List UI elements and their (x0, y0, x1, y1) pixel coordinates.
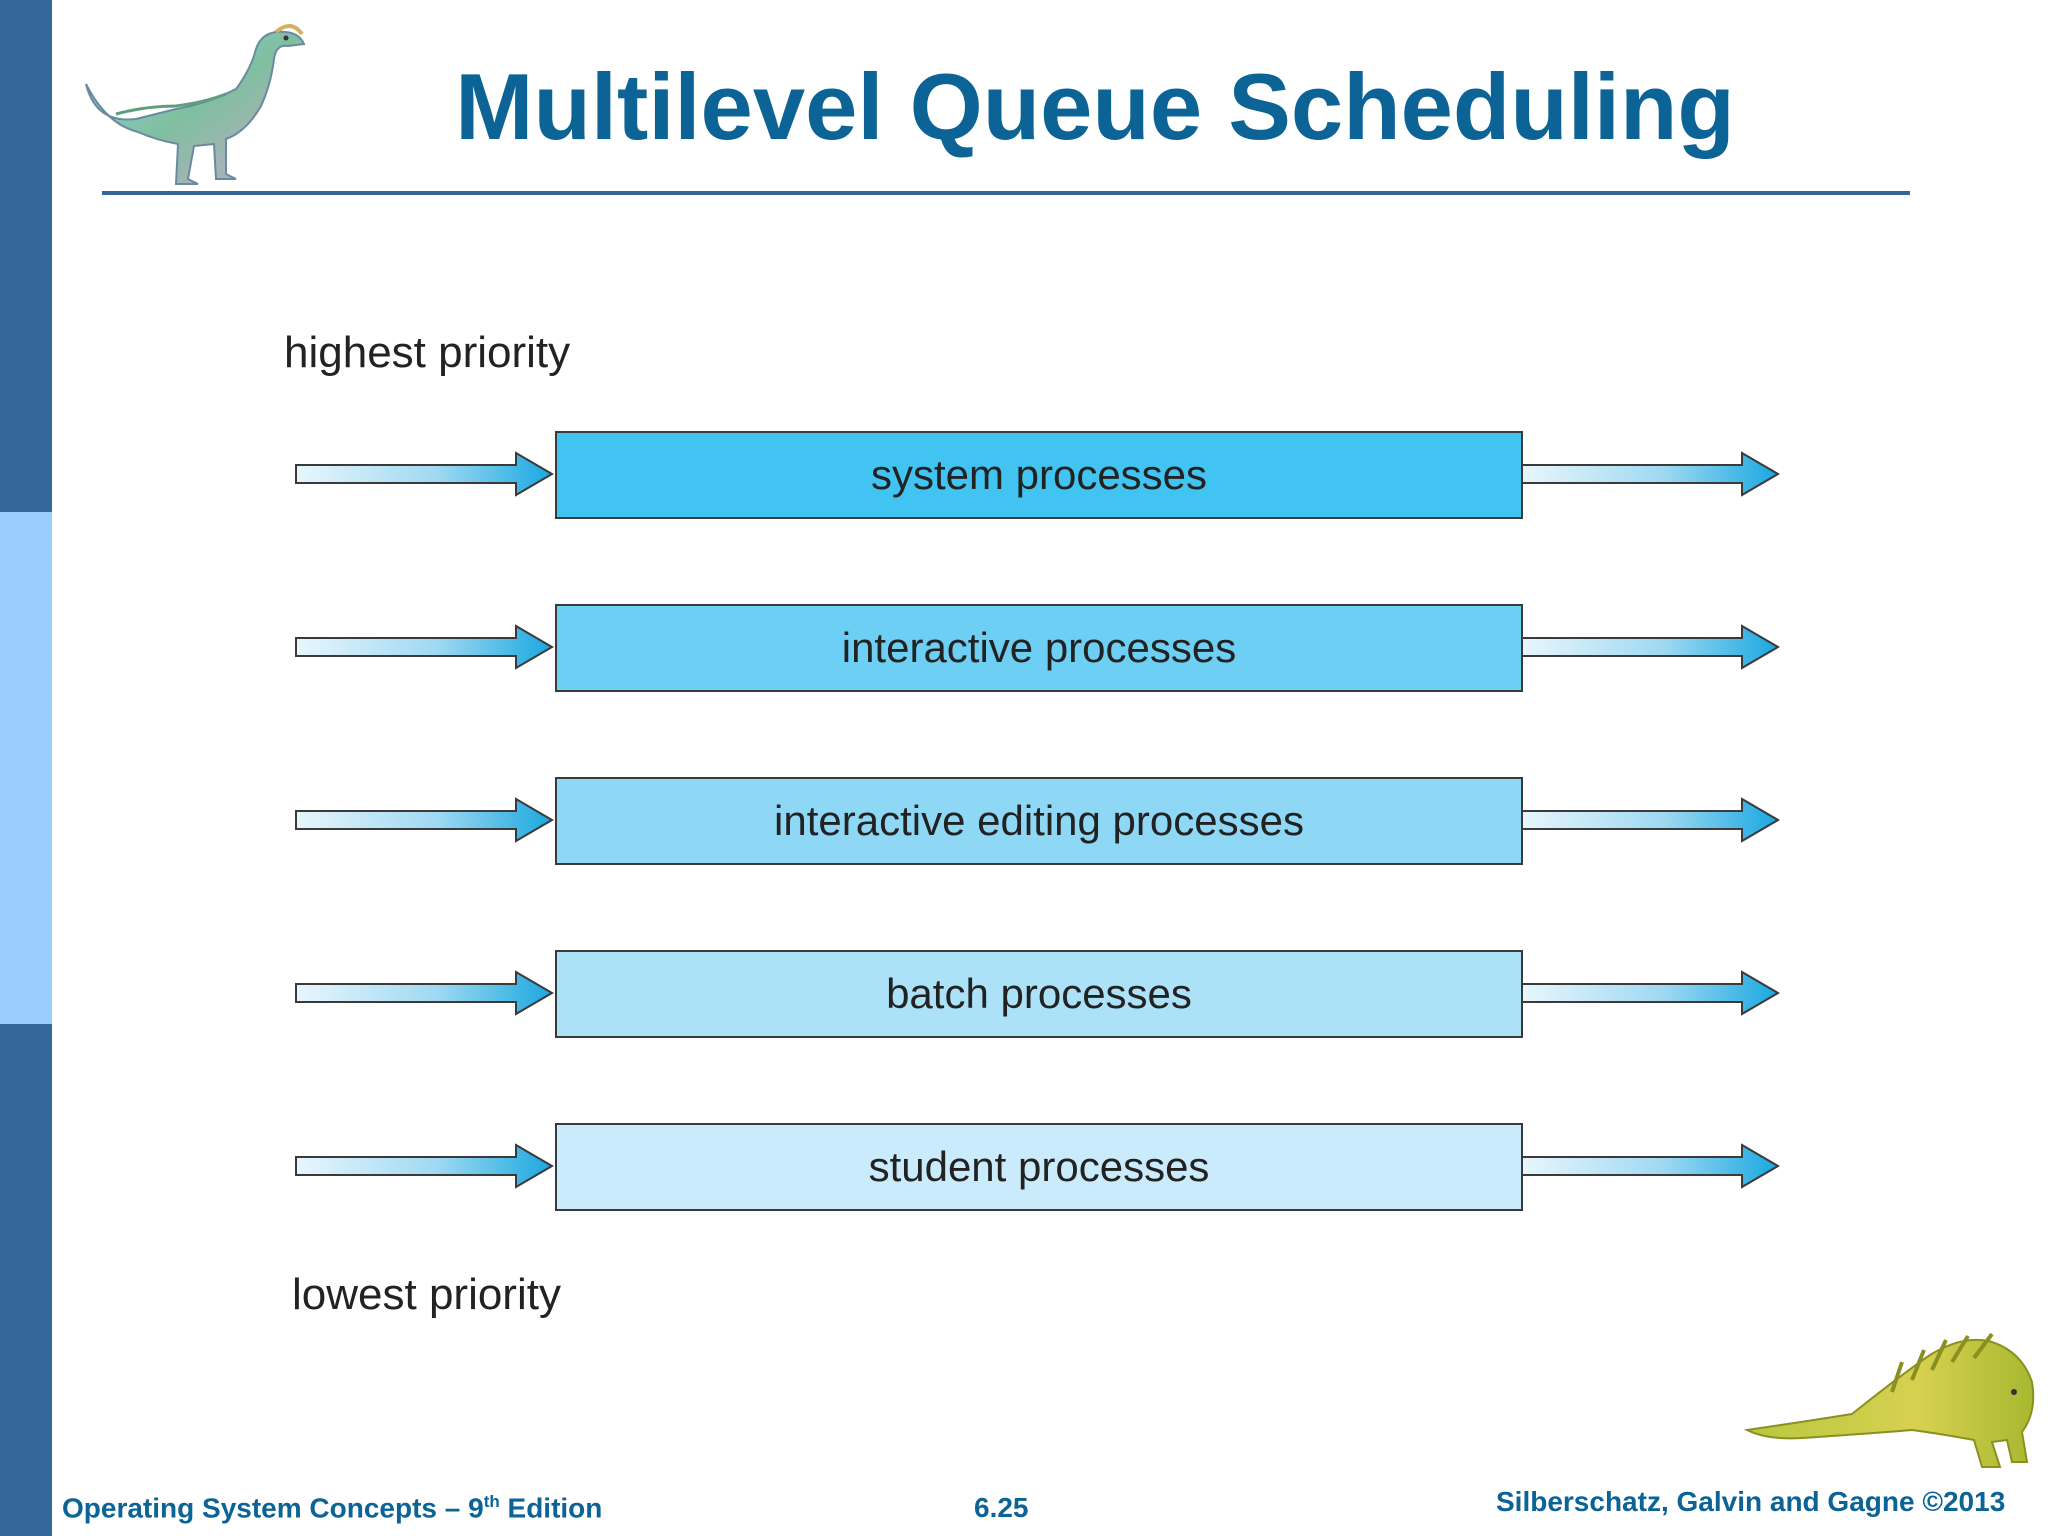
footer-book-superscript: th (483, 1492, 500, 1511)
outgoing-arrow-icon (1521, 797, 1780, 843)
sidebar-top-band (0, 0, 52, 512)
sidebar-middle-band (0, 512, 52, 1024)
queue-box (555, 777, 1523, 865)
incoming-arrow-icon (295, 970, 554, 1016)
dinosaur-icon (1743, 1332, 2035, 1468)
title-divider (102, 191, 1910, 195)
incoming-arrow-icon (295, 451, 554, 497)
dinosaur-icon (85, 24, 306, 185)
footer-book-title: Operating System Concepts – 9th Edition (62, 1492, 602, 1524)
page-title: Multilevel Queue Scheduling (455, 54, 1735, 159)
incoming-arrow-icon (295, 797, 554, 843)
queue-box (555, 604, 1523, 692)
queue-label: batch processes (886, 970, 1192, 1017)
queue-box (555, 950, 1523, 1038)
footer-book-prefix: Operating System Concepts – 9 (62, 1492, 484, 1524)
queue-box (555, 1123, 1523, 1211)
sidebar-bottom-band (0, 1024, 52, 1536)
queue-label: interactive editing processes (774, 797, 1304, 844)
queue-label: system processes (870, 451, 1208, 498)
incoming-arrow-icon (295, 624, 554, 670)
page-number: 6.25 (974, 1492, 1029, 1523)
outgoing-arrow-icon (1521, 624, 1780, 670)
queue-label: student processes (868, 1143, 1210, 1190)
highest-priority-label: highest priority (284, 328, 571, 377)
queue-label: interactive processes (841, 624, 1237, 671)
footer-book-suffix: Edition (499, 1492, 603, 1524)
outgoing-arrow-icon (1521, 970, 1780, 1016)
lowest-priority-label: lowest priority (292, 1270, 561, 1319)
incoming-arrow-icon (295, 1143, 554, 1189)
outgoing-arrow-icon (1521, 451, 1780, 497)
outgoing-arrow-icon (1521, 1143, 1780, 1189)
footer-copyright: Silberschatz, Galvin and Gagne ©2013 (1496, 1486, 2006, 1517)
queue-box (555, 431, 1523, 519)
